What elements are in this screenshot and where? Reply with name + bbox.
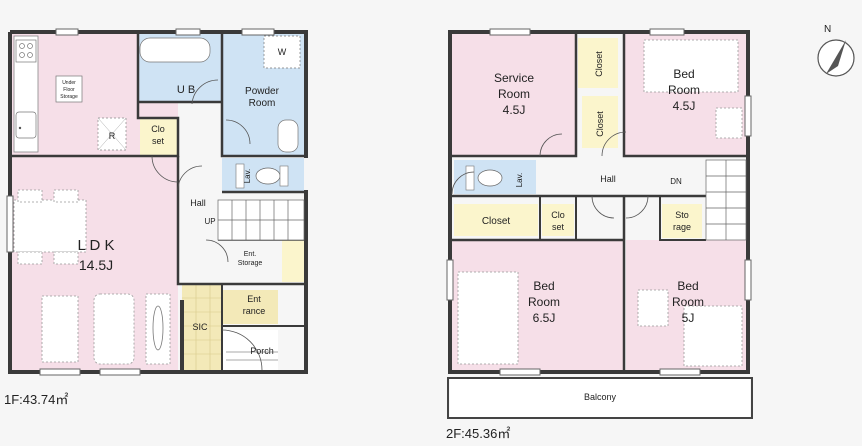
floor-1-plan: L D K 14.5J U B Powder Room Clo set Lav.… bbox=[4, 28, 308, 407]
closet-wide bbox=[454, 204, 538, 236]
closet-wide-label: Closet bbox=[482, 216, 511, 227]
closet-small bbox=[542, 204, 574, 236]
floor-1-windows bbox=[6, 28, 275, 376]
floor-2-walls bbox=[448, 30, 750, 374]
ent-storage-label-1: Ent. bbox=[244, 251, 257, 258]
floor-2-plan: Service Room 4.5J Bed Room 4.5J Closet C… bbox=[446, 28, 753, 441]
powder-room-label-2: Room bbox=[249, 98, 276, 109]
storage-2f bbox=[662, 204, 702, 238]
fridge-mark: R bbox=[109, 131, 116, 141]
bed-ne-label-2: Room bbox=[668, 83, 700, 97]
dining-set bbox=[13, 189, 171, 365]
up-label: UP bbox=[204, 217, 215, 226]
floor-2-area-label: 2F:45.36㎡ bbox=[446, 426, 510, 441]
storage-label-2: rage bbox=[673, 222, 691, 232]
kitchen-fixtures bbox=[13, 35, 301, 189]
entrance-storage bbox=[282, 240, 304, 282]
balcony-label: Balcony bbox=[584, 392, 617, 402]
under-floor-label-1: Under bbox=[62, 80, 76, 86]
ub-label: U B bbox=[177, 84, 195, 96]
service-room-label-2: Room bbox=[498, 87, 530, 101]
balcony bbox=[450, 378, 750, 418]
ldk-size-label: 14.5J bbox=[79, 257, 113, 273]
closet-1f bbox=[140, 118, 178, 156]
floor-2-labels: Service Room 4.5J Bed Room 4.5J Closet C… bbox=[482, 51, 704, 402]
bed-ne-label-1: Bed bbox=[673, 67, 694, 81]
floor-2-fixtures bbox=[465, 165, 503, 191]
porch bbox=[222, 330, 278, 372]
entrance-label-2: rance bbox=[243, 306, 266, 316]
closet-upper-left bbox=[578, 38, 618, 88]
entrance-label-1: Ent bbox=[247, 294, 261, 304]
compass: N bbox=[817, 24, 855, 77]
service-room-label-3: 4.5J bbox=[503, 103, 526, 117]
lav-label-2f: Lav. bbox=[515, 173, 524, 188]
bed-ne-label-3: 4.5J bbox=[673, 99, 696, 113]
floor-2-windows bbox=[446, 28, 752, 376]
porch-label: Porch bbox=[250, 346, 274, 356]
stairs-2f bbox=[705, 159, 747, 241]
bed-sw-label-3: 6.5J bbox=[533, 311, 556, 325]
closet-upper-right-label: Closet bbox=[595, 111, 605, 137]
stairs-1f bbox=[217, 199, 305, 241]
powder-room-label-1: Powder bbox=[245, 86, 280, 97]
floor-2-furniture bbox=[457, 39, 743, 367]
washer-mark: W bbox=[278, 47, 287, 57]
bed-se-label-3: 5J bbox=[682, 311, 695, 325]
floor-1-area-label: 1F:43.74㎡ bbox=[4, 392, 68, 407]
closet-upper-left-label: Closet bbox=[594, 51, 604, 77]
sic-label: SIC bbox=[192, 322, 208, 332]
closet-upper-right bbox=[582, 96, 618, 148]
hall-label-1f: Hall bbox=[190, 198, 206, 208]
closet-small-label-1: Clo bbox=[551, 210, 565, 220]
bed-se-label-2: Room bbox=[672, 295, 704, 309]
under-floor-label-2: Floor bbox=[63, 87, 75, 93]
ldk-label: L D K bbox=[78, 237, 115, 254]
lav-label-1f: Lav. bbox=[243, 169, 252, 184]
closet-label-1: Clo bbox=[151, 124, 165, 134]
entrance-tile bbox=[182, 284, 278, 370]
closet-label-2: set bbox=[152, 136, 165, 146]
ent-storage-label-2: Storage bbox=[238, 260, 263, 267]
dn-label: DN bbox=[670, 177, 682, 186]
compass-north-label: N bbox=[824, 24, 831, 35]
hall-label-2f: Hall bbox=[600, 174, 616, 184]
bed-se-label-1: Bed bbox=[677, 279, 698, 293]
floor-2-doors bbox=[451, 131, 649, 219]
closet-small-label-2: set bbox=[552, 222, 565, 232]
balcony-rail bbox=[447, 377, 753, 419]
bed-sw-label-1: Bed bbox=[533, 279, 554, 293]
under-floor-label-3: Storage bbox=[60, 94, 78, 100]
floor-1-labels: L D K 14.5J U B Powder Room Clo set Lav.… bbox=[60, 47, 287, 356]
storage-label-1: Sto bbox=[675, 210, 689, 220]
service-room-label-1: Service bbox=[494, 71, 534, 85]
bed-sw-label-2: Room bbox=[528, 295, 560, 309]
floor-1-doors bbox=[151, 155, 263, 371]
